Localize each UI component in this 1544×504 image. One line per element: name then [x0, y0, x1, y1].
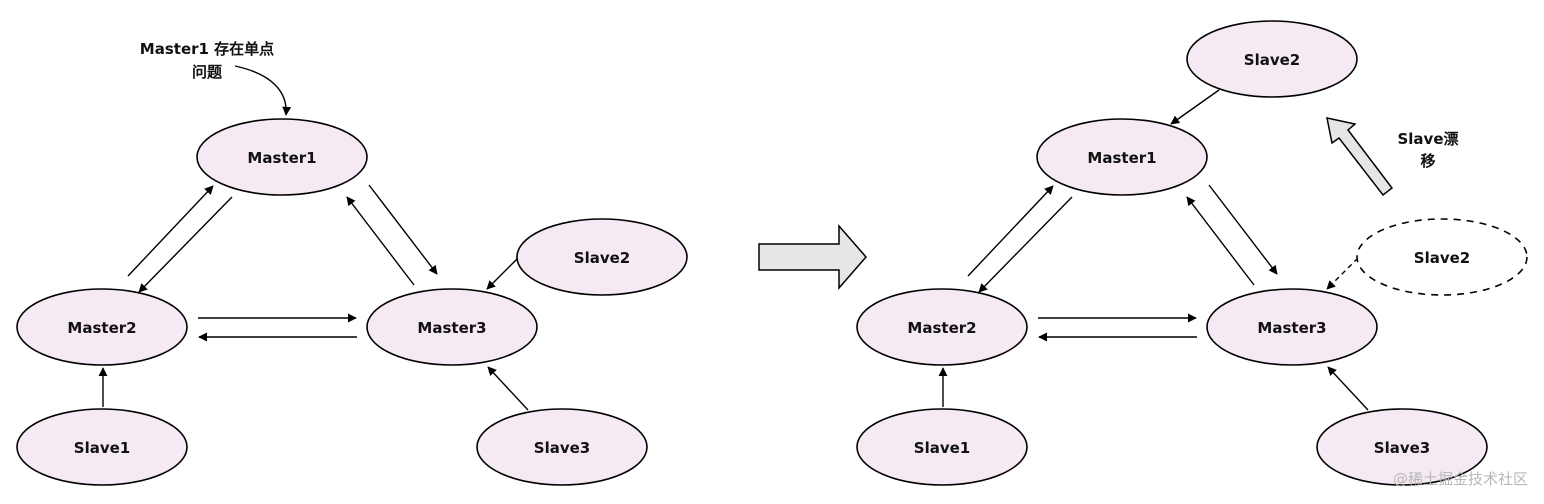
node-label: Slave2 — [574, 249, 630, 267]
node-label: Slave2 — [1244, 51, 1300, 69]
drift-arrow — [1326, 117, 1394, 197]
edge-slave2-to-master1 — [1170, 89, 1220, 125]
node-master2: Master2 — [856, 288, 1028, 366]
node-label: Master2 — [67, 319, 136, 337]
left-diagram: Master1 Master2 Master3 Slave1 Slave2 Sl… — [16, 40, 688, 486]
edge-old-slave2-to-master3 — [1326, 257, 1359, 290]
edge-master1-to-master3 — [1208, 184, 1278, 275]
node-label: Slave2 — [1414, 249, 1470, 267]
node-label: Master1 — [1087, 149, 1156, 167]
node-slave2-new: Slave2 — [1186, 20, 1358, 98]
edge-master3-to-master1 — [1186, 196, 1255, 286]
node-label: Master3 — [1257, 319, 1326, 337]
node-label: Master3 — [417, 319, 486, 337]
transition-arrow — [758, 223, 867, 291]
annotation-line-1: Slave漂 — [1397, 130, 1458, 148]
node-label: Master2 — [907, 319, 976, 337]
edge-master3-to-master1 — [346, 196, 415, 286]
node-label: Slave3 — [1374, 439, 1430, 457]
node-slave1: Slave1 — [16, 408, 188, 486]
node-label: Master1 — [247, 149, 316, 167]
edge-master1-to-master2 — [978, 196, 1073, 293]
edge-master2-to-master1 — [967, 185, 1054, 277]
node-master2: Master2 — [16, 288, 188, 366]
node-slave1: Slave1 — [856, 408, 1028, 486]
edge-slave3-to-master3 — [487, 366, 529, 411]
edge-master2-to-master1 — [127, 185, 214, 277]
annotation-line-2: 移 — [1420, 152, 1435, 170]
edge-slave2-to-master3 — [486, 257, 519, 290]
node-label: Slave1 — [914, 439, 970, 457]
node-label: Slave3 — [534, 439, 590, 457]
node-slave2: Slave2 — [516, 218, 688, 296]
edge-slave3-to-master3 — [1327, 366, 1369, 411]
annotation-pointer — [234, 65, 292, 116]
node-master1: Master1 — [196, 118, 368, 196]
right-diagram: Slave2 Master1 Master2 Master3 Slave1 Sl… — [856, 20, 1528, 486]
watermark: @稀土掘金技术社区 — [1393, 470, 1528, 488]
node-slave3: Slave3 — [476, 408, 648, 486]
edge-master1-to-master3 — [368, 184, 438, 275]
node-master3: Master3 — [366, 288, 538, 366]
annotation-single-point: Master1 存在单点 问题 — [140, 40, 274, 81]
annotation-line-1: Master1 存在单点 — [140, 40, 274, 58]
node-label: Slave1 — [74, 439, 130, 457]
node-master1: Master1 — [1036, 118, 1208, 196]
edge-master1-to-master2 — [138, 196, 233, 293]
node-slave3: Slave3 — [1316, 408, 1488, 486]
node-master3: Master3 — [1206, 288, 1378, 366]
node-slave2-old: Slave2 — [1356, 218, 1528, 296]
annotation-slave-drift: Slave漂 移 — [1397, 130, 1458, 170]
annotation-line-2: 问题 — [192, 63, 223, 81]
